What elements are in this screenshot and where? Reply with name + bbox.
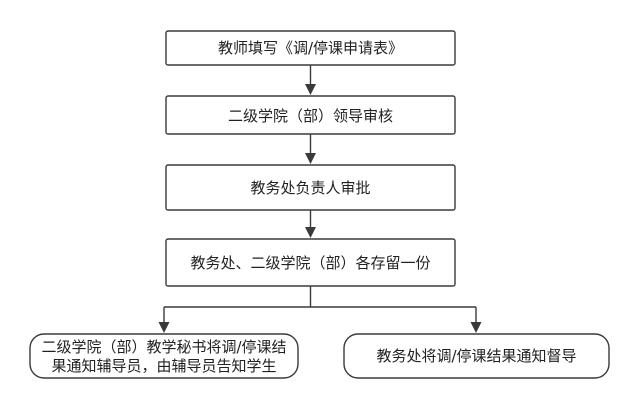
arrow-3-4 <box>305 210 316 238</box>
step-college-review-label: 二级学院（部）领导审核 <box>228 107 393 125</box>
step-fill-form: 教师填写《调/停课申请表》 <box>165 30 456 66</box>
step-office-approval-label: 教务处负责人审批 <box>250 179 370 197</box>
branch-notify-supervisor-label: 教务处将调/停课结果通知督导 <box>376 347 576 365</box>
arrow-2-3 <box>305 134 316 164</box>
arrow-1-2 <box>305 65 316 95</box>
step-archive-copies: 教务处、二级学院（部）各存留一份 <box>165 238 456 287</box>
step-office-approval: 教务处负责人审批 <box>165 164 456 211</box>
branch-notify-counselor-line2: 果通知辅导员，由辅导员告知学生 <box>51 357 276 375</box>
branch-notify-counselor: 二级学院（部）教学秘书将调/停课结 果通知辅导员，由辅导员告知学生 <box>29 333 299 379</box>
branch-notify-counselor-line1: 二级学院（部）教学秘书将调/停课结 <box>41 338 286 356</box>
branch-connector <box>158 286 482 333</box>
step-fill-form-label: 教师填写《调/停课申请表》 <box>218 39 403 57</box>
step-college-review: 二级学院（部）领导审核 <box>165 95 456 135</box>
step-archive-copies-label: 教务处、二级学院（部）各存留一份 <box>190 254 430 272</box>
branch-notify-supervisor: 教务处将调/停课结果通知督导 <box>343 333 610 379</box>
